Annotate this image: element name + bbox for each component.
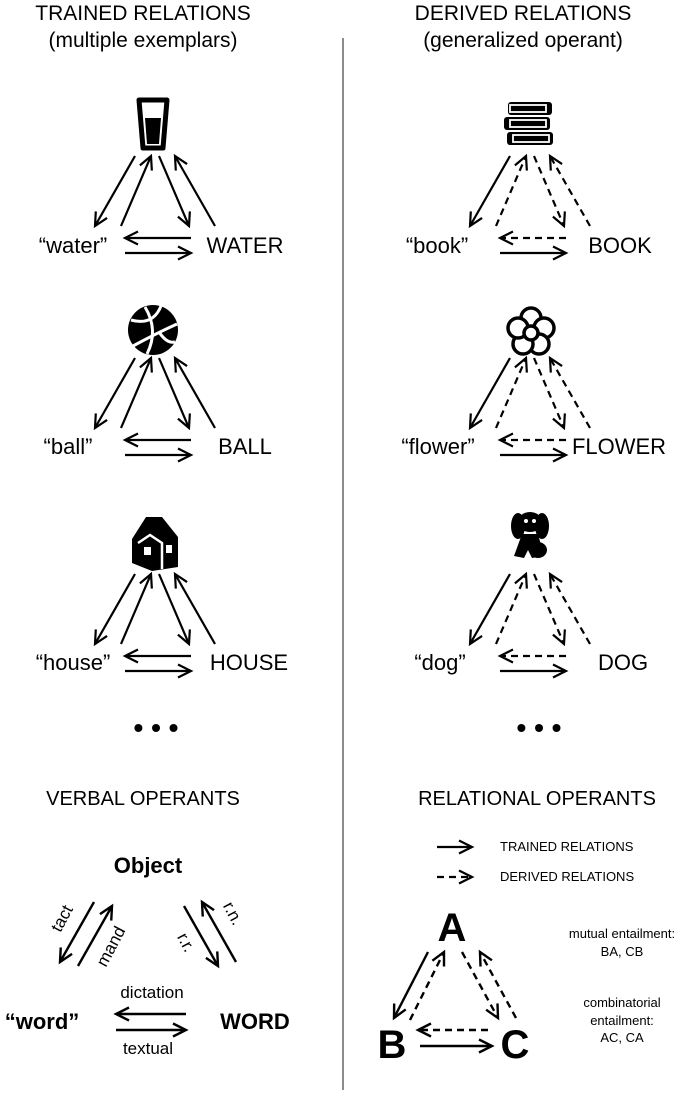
- relational-operants-title: RELATIONAL OPERANTS: [418, 788, 656, 810]
- arrow-layer: [58, 153, 591, 1054]
- trained-arrow-18: [468, 155, 511, 229]
- derived-arrow-21: [548, 153, 591, 227]
- word-node: “word”: [4, 1009, 80, 1034]
- verbal-operants-title: VERBAL OPERANTS: [46, 788, 240, 810]
- trained-arrow-7: [119, 355, 153, 429]
- derived-arrow-20: [532, 155, 566, 229]
- dog-icon: [511, 512, 549, 558]
- trained-relations-header: TRAINED RELATIONS (multiple exemplars): [35, 0, 250, 55]
- trained-arrow-41: [116, 1022, 189, 1038]
- derived-arrow-47: [478, 949, 518, 1019]
- trained-arrow-14: [157, 573, 191, 647]
- trained-arrow-49: [420, 1038, 495, 1054]
- word-dog: “dog”: [414, 650, 466, 675]
- legend-trained-label: TRAINED RELATIONS: [500, 839, 634, 854]
- word-ball: “ball”: [43, 434, 93, 459]
- trained-arrow-17: [125, 663, 194, 679]
- derived-arrow-32: [532, 573, 566, 647]
- derived-arrow-45: [408, 949, 446, 1021]
- trained-arrow-40: [113, 1006, 186, 1022]
- trained-arrow-13: [119, 571, 153, 645]
- word-water: “water”: [38, 233, 108, 258]
- trained-arrow-6: [93, 357, 136, 431]
- derived-arrow-19: [494, 153, 528, 227]
- trained-arrow-16: [122, 648, 191, 664]
- trained-relations-title: TRAINED RELATIONS: [35, 2, 251, 25]
- trained-arrow-4: [122, 230, 191, 246]
- ball-icon: [128, 305, 178, 355]
- trained-arrow-12: [93, 573, 136, 647]
- trained-arrow-8: [157, 357, 191, 431]
- trained-arrow-1: [119, 153, 153, 227]
- object-book: BOOK: [588, 233, 652, 258]
- object-ball: BALL: [218, 434, 272, 459]
- node-C: C: [500, 1023, 530, 1067]
- trained-arrow-30: [468, 573, 511, 647]
- cup-icon: [136, 97, 170, 151]
- node-A: A: [437, 906, 467, 950]
- textual-label: textual: [122, 1039, 174, 1058]
- word-house: “house”: [35, 650, 111, 675]
- trained-arrow-15: [173, 571, 216, 645]
- trained-arrow-38: [182, 905, 220, 969]
- combinatorial-entailment-note: combinatorial entailment: AC, CA: [583, 994, 660, 1047]
- derived-arrow-33: [548, 571, 591, 645]
- flower-icon: [506, 306, 556, 356]
- trained-arrow-24: [468, 357, 511, 431]
- trained-arrow-23: [500, 245, 569, 261]
- trained-arrow-39: [200, 899, 238, 963]
- combinatorial-entailment-line2: entailment:: [590, 1012, 654, 1028]
- derived-arrow-22: [497, 230, 566, 246]
- trained-relations-subtitle: (multiple exemplars): [48, 29, 238, 53]
- trained-arrow-36: [58, 901, 96, 965]
- trained-arrow-37: [76, 903, 114, 967]
- derived-relations-header: DERIVED RELATIONS (generalized operant): [415, 0, 632, 55]
- derived-relations-title: DERIVED RELATIONS: [414, 2, 632, 25]
- trained-arrow-3: [173, 153, 216, 227]
- object-water: WATER: [206, 233, 284, 258]
- trained-arrow-11: [125, 447, 194, 463]
- trained-arrow-35: [500, 663, 569, 679]
- node-B: B: [377, 1023, 407, 1067]
- mutual-entailment-note: mutual entailment: BA, CB: [569, 925, 675, 960]
- word-flower: “flower”: [401, 434, 475, 459]
- derived-arrow-27: [548, 355, 591, 429]
- derived-arrow-26: [532, 357, 566, 431]
- trained-arrow-29: [500, 447, 569, 463]
- combinatorial-entailment-line1: combinatorial: [583, 995, 661, 1010]
- trained-arrow-5: [125, 245, 194, 261]
- WORD-node: WORD: [220, 1009, 290, 1034]
- word-book: “book”: [405, 233, 469, 258]
- books-icon: [504, 102, 553, 145]
- legend-derived-label: DERIVED RELATIONS: [500, 869, 635, 884]
- trained-arrow-9: [173, 355, 216, 429]
- derived-arrow-46: [460, 951, 500, 1021]
- object-dog: DOG: [597, 650, 649, 675]
- derived-relations-subtitle: (generalized operant): [423, 29, 623, 53]
- object-node: Object: [113, 853, 183, 878]
- derived-arrow-48: [415, 1022, 488, 1038]
- dictation-label: dictation: [120, 983, 184, 1002]
- house-icon: [132, 517, 178, 571]
- derived-arrow-34: [497, 648, 566, 664]
- derived-arrow-43: [437, 869, 475, 885]
- ellipsis-left: • • •: [133, 712, 179, 743]
- derived-arrow-31: [494, 571, 528, 645]
- combinatorial-entailment-values: AC, CA: [600, 1030, 644, 1046]
- trained-arrow-10: [122, 432, 191, 448]
- object-house: HOUSE: [209, 650, 289, 675]
- mutual-entailment-title: mutual entailment:: [568, 926, 676, 941]
- derived-arrow-28: [497, 432, 566, 448]
- trained-arrow-42: [437, 839, 475, 855]
- object-flower: FLOWER: [571, 434, 667, 459]
- mutual-entailment-values: BA, CB: [600, 943, 644, 959]
- trained-arrow-2: [157, 155, 191, 229]
- trained-arrow-0: [93, 155, 136, 229]
- trained-arrow-44: [392, 951, 430, 1021]
- derived-arrow-25: [494, 355, 528, 429]
- ellipsis-right: • • •: [516, 712, 562, 743]
